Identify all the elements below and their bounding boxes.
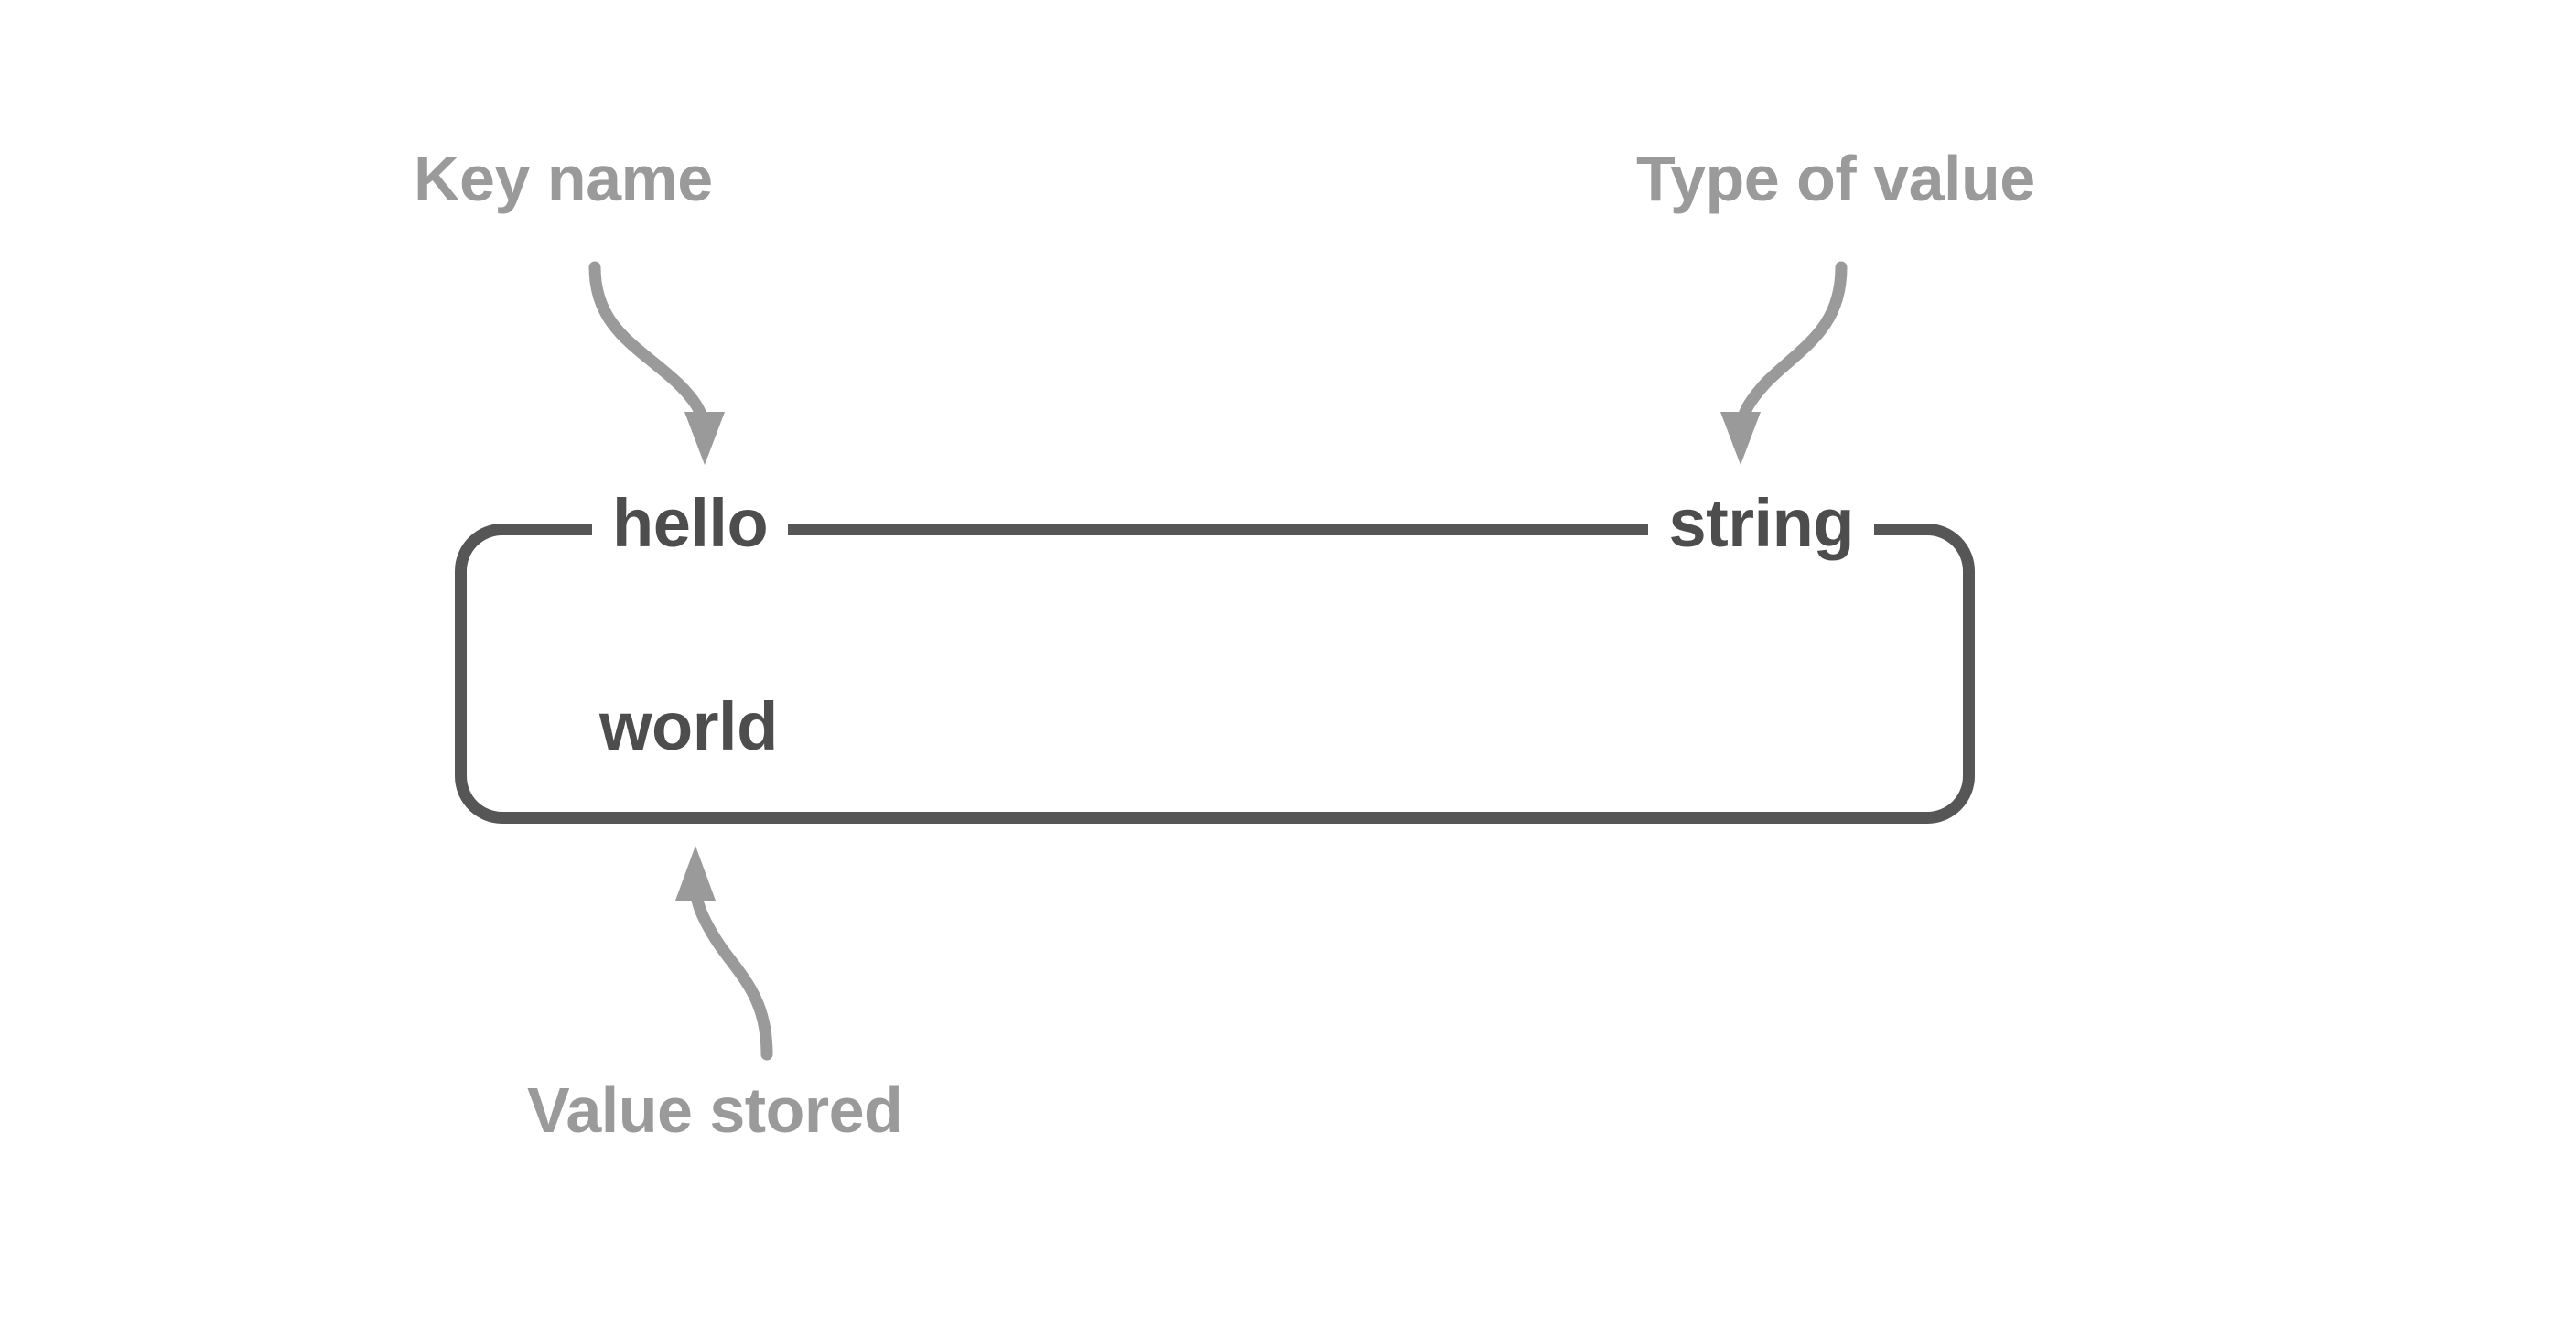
annotation-label-key-name: Key name [414,143,713,214]
entry-box [455,524,1975,824]
annotation-label-type-of-value: Type of value [1636,143,2035,214]
entry-value-text: world [599,688,778,764]
curved-up-arrow-value-stored [675,846,773,1061]
curved-down-left-arrow-type-of-value [1720,261,1848,465]
curved-down-right-arrow-key-name [588,261,725,465]
annotation-label-value-stored: Value stored [527,1074,903,1146]
